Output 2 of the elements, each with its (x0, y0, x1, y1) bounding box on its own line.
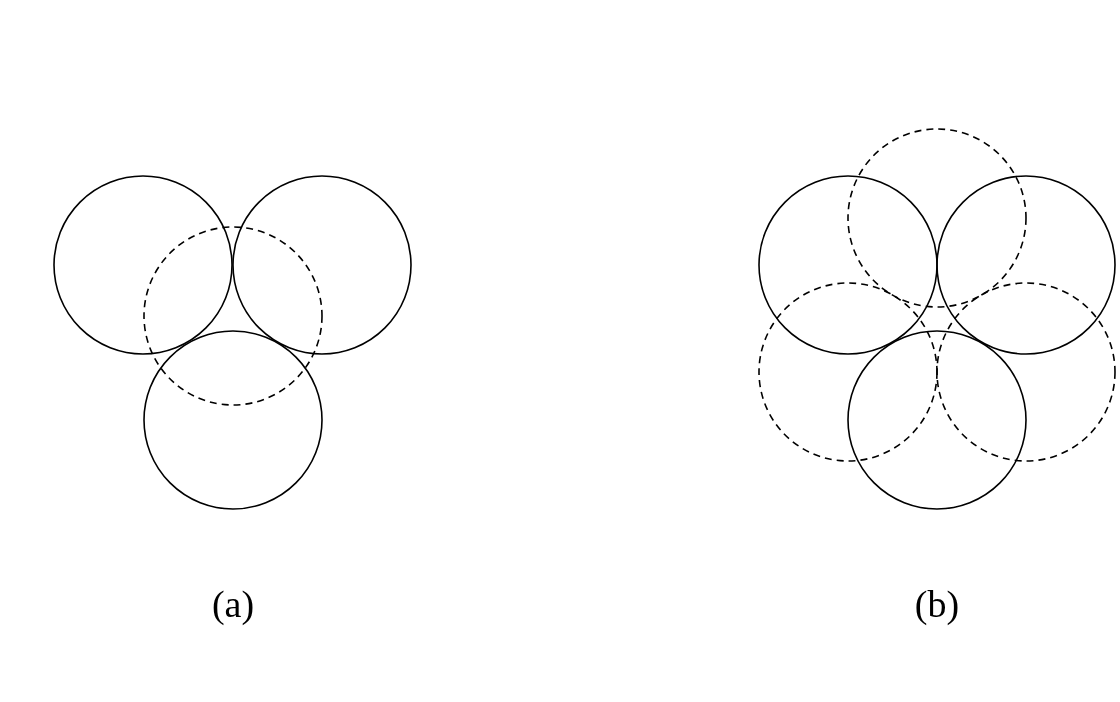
panel-label: (a) (211, 585, 255, 623)
panel-label: (b) (914, 585, 960, 623)
